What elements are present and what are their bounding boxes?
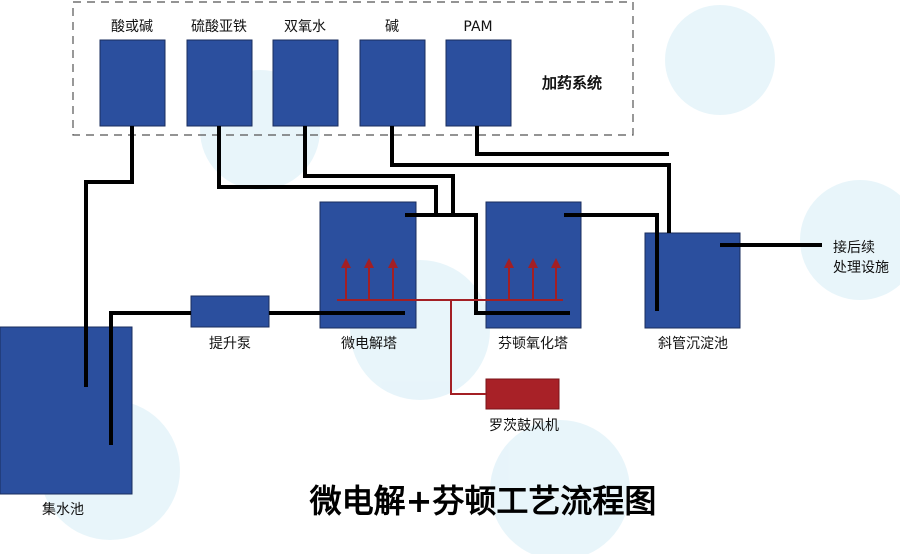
pipe-ferrous-sulfate (217, 126, 438, 215)
chemical-tank-pam (445, 39, 512, 127)
watermark-logo (490, 420, 630, 554)
chemical-label: 碱 (385, 19, 399, 35)
dosing-system-label: 加药系统 (541, 74, 602, 92)
chemical-tank-acid-alkali (99, 39, 166, 127)
outlet-label-line2: 处理设施 (833, 260, 889, 276)
arrow-up-icon (528, 258, 538, 268)
pipe-pam (475, 126, 669, 156)
chemical-tank-alkali (359, 39, 426, 127)
chemical-label: 双氧水 (284, 19, 326, 35)
lift-pump (190, 295, 270, 328)
arrow-up-icon (388, 258, 398, 268)
pipe-tank-to-pump (109, 311, 191, 445)
roots-blower (485, 378, 560, 410)
roots-blower-label: 罗茨鼓风机 (489, 418, 559, 434)
lift-pump-label: 提升泵 (209, 336, 251, 352)
air-supply-line (450, 300, 486, 395)
arrow-up-icon (364, 258, 374, 268)
chemical-label: 酸或碱 (111, 19, 153, 35)
pipe-hydrogen-peroxide (303, 126, 455, 215)
chemical-tanks (99, 39, 512, 127)
arrow-up-icon (504, 258, 514, 268)
dosing-system-frame (72, 1, 634, 136)
chemical-tank-hydrogen-peroxide (272, 39, 339, 127)
inclined-tube-settler (644, 232, 741, 329)
arrow-up-icon (341, 258, 351, 268)
outlet-label-line1: 接后续 (833, 239, 875, 256)
pipe-alkali (390, 126, 671, 233)
air-arrows (341, 258, 561, 268)
diagram-title: 微电解+芬顿工艺流程图 (309, 482, 657, 520)
arrow-up-icon (551, 258, 561, 268)
inclined-tube-settler-label: 斜管沉淀池 (658, 336, 728, 352)
chemical-label: PAM (463, 19, 492, 35)
fenton-oxidation-tower-label: 芬顿氧化塔 (498, 336, 568, 352)
collection-tank-label: 集水池 (42, 501, 84, 518)
pipe-fenton-to-settler (564, 213, 659, 311)
micro-electrolysis-tower-label: 微电解塔 (341, 336, 397, 352)
chemical-tank-ferrous-sulfate (186, 39, 253, 127)
watermark-logo (800, 180, 900, 300)
pipe-tower-to-fenton (405, 213, 570, 315)
chemical-label: 硫酸亚铁 (191, 19, 247, 35)
pipe-acid-alkali (84, 126, 134, 387)
process-pipes (84, 126, 822, 445)
watermark-logo (665, 5, 775, 115)
air-lines (337, 266, 563, 395)
